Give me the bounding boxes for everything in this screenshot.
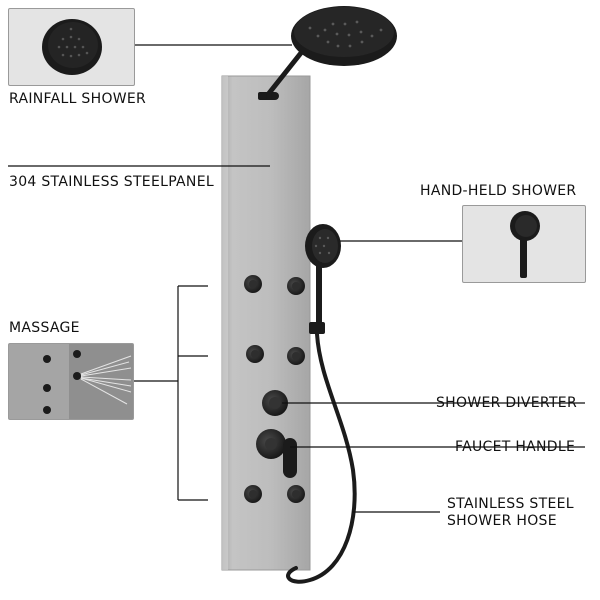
handheld-shower xyxy=(305,224,341,334)
shower-hose xyxy=(286,332,357,584)
massage-jets-icon xyxy=(9,344,133,419)
shower-diverter-label: SHOWER DIVERTER xyxy=(436,395,577,411)
shower-diverter-knob xyxy=(262,390,288,416)
faucet-handle xyxy=(256,429,297,478)
rainfall-shower-assembly xyxy=(258,6,397,100)
steel-panel xyxy=(221,75,311,571)
shower-hose-label-line1: STAINLESS STEEL xyxy=(447,496,574,512)
massage-inset xyxy=(8,343,134,420)
rainfall-shower-inset xyxy=(8,8,135,86)
hand-held-shower-label: HAND-HELD SHOWER xyxy=(420,183,577,199)
rainfall-shower-head-icon xyxy=(42,19,102,75)
handheld-shower-icon xyxy=(510,211,540,278)
shower-hose-label-line2: SHOWER HOSE xyxy=(447,513,557,529)
hand-held-shower-inset xyxy=(462,205,586,283)
body-jets xyxy=(244,275,305,503)
rainfall-shower-label: RAINFALL SHOWER xyxy=(9,91,147,107)
massage-label: MASSAGE xyxy=(9,320,80,336)
panel-label: 304 STAINLESS STEELPANEL xyxy=(9,174,214,190)
faucet-handle-label: FAUCET HANDLE xyxy=(455,439,576,455)
leader-lines xyxy=(8,44,585,513)
